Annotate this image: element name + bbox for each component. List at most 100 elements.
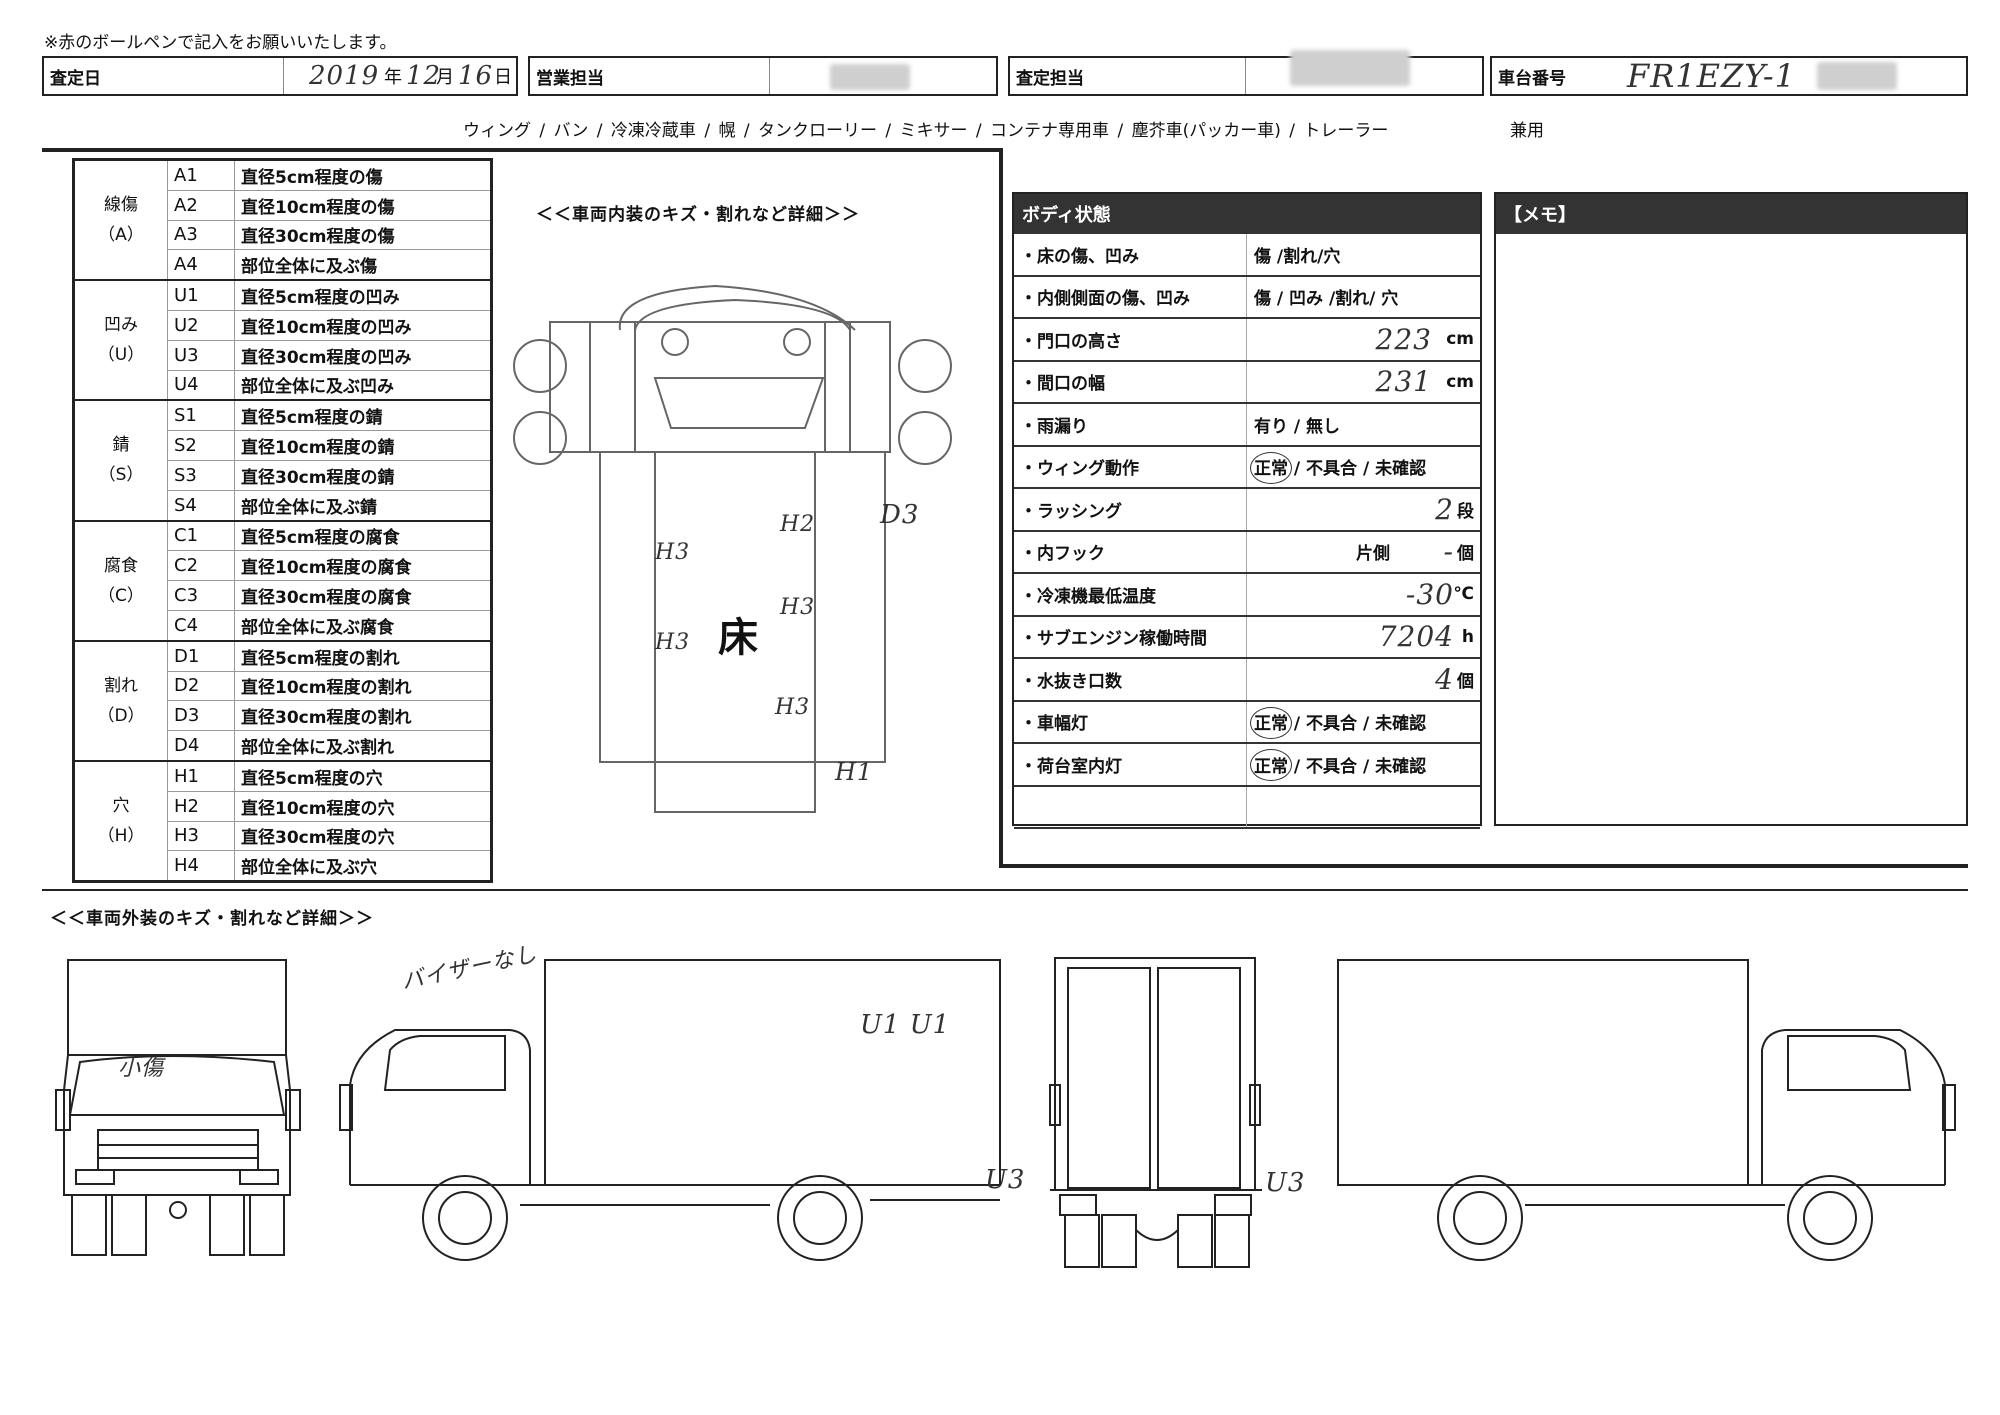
body-status-label: ・車幅灯 xyxy=(1020,714,1088,735)
body-status-options[interactable]: 有り / 無し xyxy=(1254,416,1341,437)
chassis-label: 車台番号 xyxy=(1498,68,1566,89)
body-status-options[interactable]: 傷 / 凹み /割れ/ 穴 xyxy=(1254,289,1399,310)
legend-category: 凹み（U） xyxy=(73,280,168,402)
legend-category-text: （A） xyxy=(98,225,144,246)
body-status-row: ・内側側面の傷、凹み傷 / 凹み /割れ/ 穴 xyxy=(1014,276,1480,319)
legend-code: S2 xyxy=(167,430,235,461)
body-status-empty-row[interactable] xyxy=(1014,786,1480,829)
column-separator xyxy=(1246,744,1247,785)
date-month[interactable]: 12 xyxy=(406,61,442,91)
legend-description: 部位全体に及ぶ腐食 xyxy=(234,610,492,642)
side-dent-marks: U1 U1 xyxy=(860,1010,951,1040)
date-year[interactable]: 2019 xyxy=(309,61,380,91)
legend-description: 直径30cm程度の凹み xyxy=(234,340,492,371)
column-separator xyxy=(1246,574,1247,615)
legend-description: 直径10cm程度の凹み xyxy=(234,310,492,341)
chassis-box: 車台番号 FR1EZY-1 xyxy=(1490,56,1968,96)
legend-category-text: 線傷 xyxy=(104,195,138,216)
floor-label: 床 xyxy=(718,615,758,661)
mark-h1: H1 xyxy=(835,758,874,786)
windshield-shape xyxy=(653,377,825,429)
cab-outline xyxy=(549,321,891,453)
body-status-value[interactable]: 223 xyxy=(1375,322,1432,356)
right-bottom-divider xyxy=(999,864,1968,868)
body-status-value[interactable]: 2 xyxy=(1435,492,1454,526)
date-day[interactable]: 16 xyxy=(458,61,494,91)
mark-h3-left-top: H3 xyxy=(655,540,691,565)
body-status-options[interactable]: 正常 / 不具合 / 未確認 xyxy=(1254,756,1427,777)
legend-code: S3 xyxy=(167,460,235,491)
assessor-box: 査定担当 xyxy=(1008,50,1484,96)
body-status-value[interactable]: 4 xyxy=(1435,662,1454,696)
body-status-label: ・荷台室内灯 xyxy=(1020,756,1122,777)
body-status-value[interactable]: -30 xyxy=(1405,577,1454,611)
vehicle-types-extra[interactable]: 兼用 xyxy=(1510,121,1544,141)
column-separator xyxy=(1246,361,1247,402)
body-status-unit: cm xyxy=(1446,371,1474,392)
memo-panel[interactable]: 【メモ】 xyxy=(1494,192,1968,826)
upper-divider xyxy=(42,148,1002,152)
body-status-options[interactable]: 正常 / 不具合 / 未確認 xyxy=(1254,459,1427,480)
mark-h3-right-mid: H3 xyxy=(780,595,816,620)
legend-description: 直径5cm程度の錆 xyxy=(234,400,492,432)
sales-rep-box: 営業担当 xyxy=(528,56,998,96)
mark-d3: D3 xyxy=(880,500,920,530)
body-status-label: ・内フック xyxy=(1020,544,1105,565)
legend-code: C4 xyxy=(167,610,235,642)
chassis-value[interactable]: FR1EZY-1 xyxy=(1627,57,1797,95)
front-scratch-note: 小傷 xyxy=(118,1056,165,1081)
legend-description: 直径30cm程度の傷 xyxy=(234,220,492,251)
body-status-options[interactable]: 正常 / 不具合 / 未確認 xyxy=(1254,714,1427,735)
day-char: 日 xyxy=(494,67,512,88)
legend-description: 直径5cm程度の割れ xyxy=(234,640,492,672)
body-status-value[interactable]: 7204 xyxy=(1378,620,1454,654)
body-status-value[interactable]: 231 xyxy=(1375,365,1432,399)
legend-description: 直径5cm程度の傷 xyxy=(234,159,492,191)
assessment-date-box: 査定日 2019 年 12 月 16 日 xyxy=(42,56,518,96)
body-status-unit: 個 xyxy=(1457,671,1474,692)
body-status-unit: h xyxy=(1461,626,1474,647)
legend-description: 部位全体に及ぶ穴 xyxy=(234,850,492,883)
mark-h2: H2 xyxy=(780,512,816,537)
legend-description: 直径10cm程度の腐食 xyxy=(234,550,492,582)
column-separator xyxy=(1246,701,1247,742)
body-status-label: ・床の傷、凹み xyxy=(1020,246,1139,267)
body-status-label: ・ウィング動作 xyxy=(1020,459,1139,480)
legend-category: 錆（S） xyxy=(73,400,168,522)
selected-option-circle xyxy=(1250,706,1292,739)
legend-code: H4 xyxy=(167,850,235,883)
legend-description: 部位全体に及ぶ凹み xyxy=(234,370,492,402)
body-status-label: ・水抜き口数 xyxy=(1020,671,1122,692)
sales-rep-label: 営業担当 xyxy=(530,58,770,94)
truck-right-side-view xyxy=(1337,959,1956,1261)
assessor-label: 査定担当 xyxy=(1010,58,1246,94)
legend-code: C2 xyxy=(167,550,235,582)
legend-description: 部位全体に及ぶ割れ xyxy=(234,730,492,762)
legend-code: U4 xyxy=(167,370,235,402)
body-status-value[interactable]: - xyxy=(1443,535,1454,569)
cab-roof xyxy=(618,284,856,331)
body-status-label: ・間口の幅 xyxy=(1020,374,1105,395)
body-status-label: ・雨漏り xyxy=(1020,416,1088,437)
legend-category-text: 錆 xyxy=(112,435,130,456)
body-status-options[interactable]: 片側 xyxy=(1356,544,1390,565)
legend-description: 直径30cm程度の腐食 xyxy=(234,580,492,611)
body-status-unit: ℃ xyxy=(1453,584,1474,605)
body-status-options[interactable]: 傷 /割れ/穴 xyxy=(1254,246,1341,267)
sales-rep-redacted xyxy=(830,64,910,90)
body-status-row: ・雨漏り 有り / 無し xyxy=(1014,404,1480,447)
legend-code: D1 xyxy=(167,640,235,672)
column-separator xyxy=(1246,404,1247,445)
legend-description: 直径10cm程度の傷 xyxy=(234,190,492,221)
vehicle-types[interactable]: ウィング / バン / 冷凍冷蔵車 / 幌 / タンクローリー / ミキサー /… xyxy=(463,121,1389,141)
